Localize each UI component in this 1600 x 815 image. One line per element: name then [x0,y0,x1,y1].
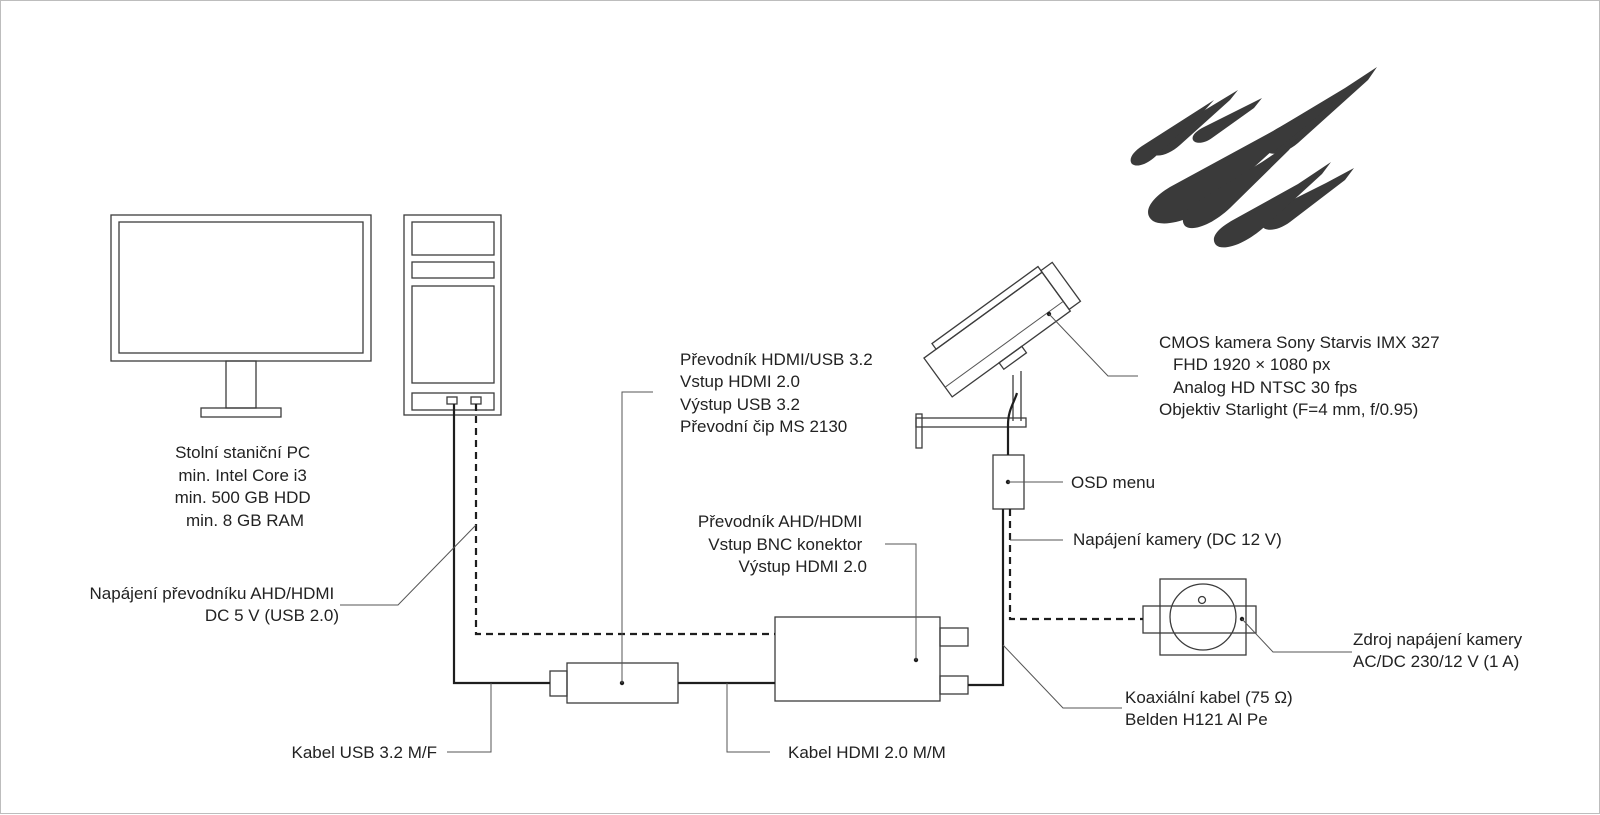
usb-port-1 [446,396,458,405]
usb-port-2 [470,396,482,405]
hdmi-usb-converter [549,662,679,704]
camera-mount-plate [915,413,923,449]
camera-cable [1006,392,1019,455]
usb-power-cable [474,404,775,636]
ahd-hdmi-converter [774,616,969,702]
pc-label: Stolní staniční PC min. Intel Core i3 mi… [175,443,316,530]
usb-cable [452,404,550,685]
coax-cable [968,509,1005,687]
power-supply-label: Zdroj napájení kamery AC/DC 230/12 V (1 … [1353,630,1527,671]
hdmi-usb-converter-label: Převodník HDMI/USB 3.2 Vstup HDMI 2.0 Vý… [680,350,877,436]
camera-label: CMOS kamera Sony Starvis IMX 327 FHD 192… [1159,333,1444,419]
coax-cable-label: Koaxiální kabel (75 Ω) Belden H121 Al Pe [1125,688,1297,729]
hdmi-cable-label: Kabel HDMI 2.0 M/M [788,743,946,762]
osd-menu-label: OSD menu [1071,473,1155,492]
monitor-icon [110,214,372,418]
pc-tower-icon [403,214,502,416]
power-supply-icon [1142,578,1257,656]
camera-power-label: Napájení kamery (DC 12 V) [1073,530,1282,549]
camera-power-cable [1008,509,1143,621]
usb-cable-label: Kabel USB 3.2 M/F [291,743,437,762]
meteor-shower-icon [1130,67,1377,248]
converter-power-label: Napájení převodníku AHD/HDMI DC 5 V (USB… [90,584,339,625]
leader-lines [340,313,1352,753]
ahd-hdmi-converter-label: Převodník AHD/HDMI Vstup BNC konektor Vý… [698,512,867,576]
camera-icon [915,261,1082,449]
